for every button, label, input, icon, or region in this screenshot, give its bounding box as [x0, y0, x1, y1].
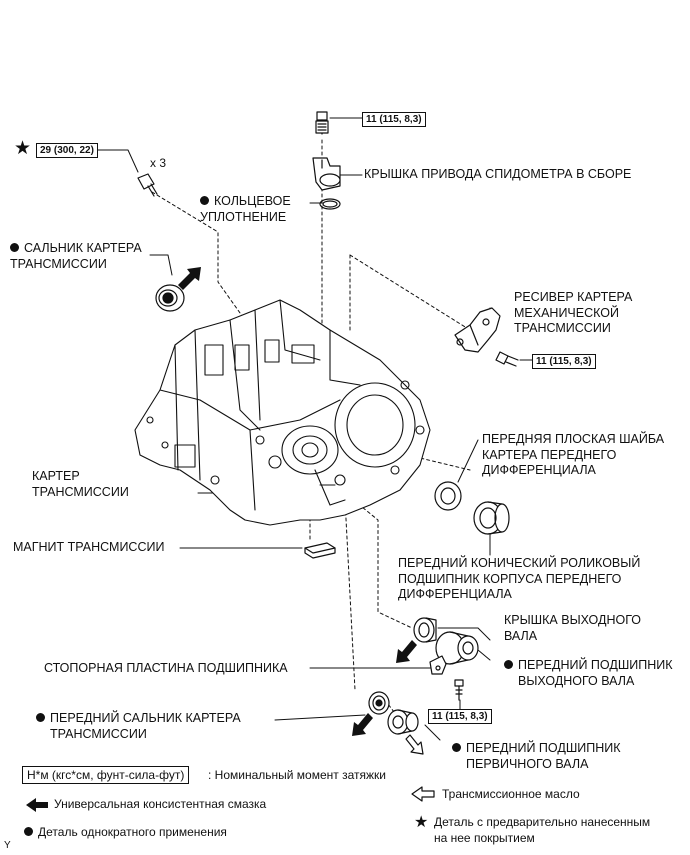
- non-reusable-dot-icon: [452, 743, 461, 752]
- torque-box-retainer: 11 (115, 8,3): [428, 709, 492, 724]
- legend-oil: Трансмиссионное масло: [442, 787, 580, 801]
- grease-arrow-3: [352, 713, 373, 736]
- label-output-bearing: ПЕРЕДНИЙ ПОДШИПНИК ВЫХОДНОГО ВАЛА: [504, 658, 673, 689]
- receiver-drawing: [454, 307, 501, 353]
- case-oil-seal-drawing: [155, 284, 185, 312]
- non-reusable-dot-icon: [36, 713, 45, 722]
- quantity-multiplier: x 3: [150, 156, 167, 170]
- label-o-ring: КОЛЬЦЕВОЕ УПЛОТНЕНИЕ: [200, 194, 291, 224]
- non-reusable-dot-icon: [504, 660, 513, 669]
- non-reusable-dot-icon: [200, 196, 209, 205]
- legend-star-icon: ★: [414, 814, 429, 831]
- oil-arrow-diagram: [405, 734, 424, 755]
- torque-box-case-bolt: 29 (300, 22): [36, 143, 98, 158]
- legend-non-reusable: Деталь однократного применения: [24, 825, 227, 841]
- output-bearing-drawing: [435, 631, 479, 665]
- legend-grease-arrow-icon: [26, 798, 48, 812]
- label-output-cover: КРЫШКА ВЫХОДНОГО ВАЛА: [504, 613, 642, 643]
- legend-torque-unit: Н*м (кгс*см, фунт-сила-фут): [22, 766, 190, 784]
- non-reusable-dot-icon: [24, 827, 33, 836]
- speedometer-cover-drawing: [312, 157, 341, 191]
- retainer-bolt-drawing: [454, 679, 464, 701]
- receiver-bolt-drawing: [495, 351, 519, 367]
- legend-oil-arrow-icon: [411, 786, 435, 802]
- label-flat-washer: ПЕРЕДНЯЯ ПЛОСКАЯ ШАЙБА КАРТЕРА ПЕРЕДНЕГО…: [482, 432, 665, 477]
- label-input-bearing: ПЕРЕДНИЙ ПОДШИПНИК ПЕРВИЧНОГО ВАЛА: [452, 741, 621, 772]
- grease-arrow-2: [396, 640, 417, 663]
- magnet-drawing: [304, 542, 336, 559]
- torque-box-receiver: 11 (115, 8,3): [532, 354, 596, 369]
- flat-washer-drawing: [434, 481, 462, 511]
- grease-arrow-1: [178, 267, 201, 290]
- label-magnet: МАГНИТ ТРАНСМИССИИ: [13, 540, 165, 554]
- non-reusable-dot-icon: [10, 243, 19, 252]
- torque-box-speedometer: 11 (115, 8,3): [362, 112, 426, 127]
- label-case-oil-seal: САЛЬНИК КАРТЕРА ТРАНСМИССИИ: [10, 241, 142, 271]
- label-speedometer-cover: КРЫШКА ПРИВОДА СПИДОМЕТРА В СБОРЕ: [364, 167, 632, 181]
- label-transmission-case: КАРТЕР ТРАНСМИССИИ: [32, 469, 129, 499]
- legend-torque-desc: : Номинальный момент затяжки: [208, 768, 386, 782]
- taper-bearing-drawing: [473, 501, 510, 535]
- label-taper-bearing: ПЕРЕДНИЙ КОНИЧЕСКИЙ РОЛИКОВЫЙ ПОДШИПНИК …: [398, 556, 641, 601]
- retainer-plate-drawing: [429, 655, 447, 675]
- legend-precoated: Деталь с предварительно нанесенным на не…: [434, 815, 651, 845]
- input-bearing-drawing: [387, 709, 419, 735]
- output-cover-drawing: [413, 617, 437, 643]
- label-front-seal: ПЕРЕДНИЙ САЛЬНИК КАРТЕРА ТРАНСМИССИИ: [36, 711, 241, 742]
- label-retainer-plate: СТОПОРНАЯ ПЛАСТИНА ПОДШИПНИКА: [44, 661, 288, 675]
- o-ring-drawing: [319, 198, 341, 210]
- legend-grease: Универсальная консистентная смазка: [54, 797, 267, 811]
- case-bolt-drawing: [137, 173, 158, 197]
- front-seal-drawing: [368, 691, 390, 715]
- precoated-star-icon: ★: [14, 138, 32, 159]
- transmission-case-drawing: [134, 299, 431, 526]
- speedometer-bolt-drawing: [315, 111, 329, 135]
- corner-mark: Y: [4, 840, 11, 851]
- label-receiver: РЕСИВЕР КАРТЕРА МЕХАНИЧЕСКОЙ ТРАНСМИССИИ: [514, 290, 633, 335]
